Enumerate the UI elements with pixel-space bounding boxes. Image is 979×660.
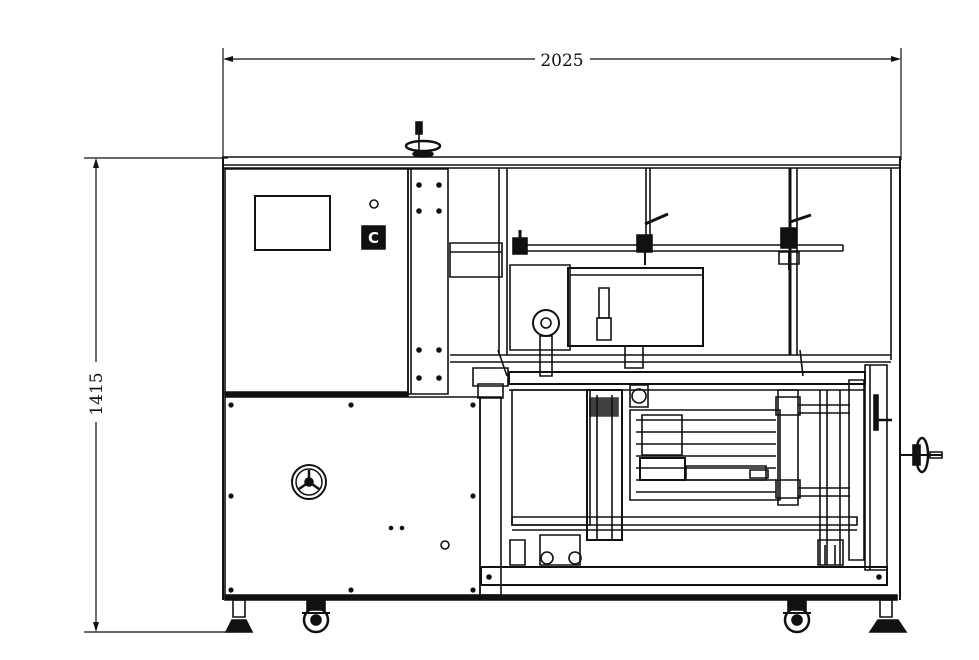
top-handwheel-icon	[406, 122, 440, 157]
right-side-column	[865, 365, 887, 570]
width-dimension: 2025	[223, 48, 901, 160]
right-foot-icon	[870, 600, 906, 632]
height-dimension: 1415	[84, 158, 234, 632]
side-column	[408, 169, 448, 394]
base-rail	[225, 567, 897, 600]
left-foot-icon	[226, 600, 252, 632]
lower-mechanism	[473, 368, 865, 595]
side-adjust-knob-icon[interactable]	[874, 395, 892, 430]
control-cabinet: C	[225, 169, 408, 396]
left-caster-icon	[302, 600, 330, 632]
brand-badge-letter: C	[368, 229, 379, 247]
height-dimension-label: 1415	[87, 372, 107, 415]
brand-badge	[362, 226, 385, 249]
right-caster-icon	[783, 600, 811, 632]
side-handwheel-icon[interactable]	[900, 438, 942, 472]
upper-mechanism	[450, 214, 891, 376]
machine-frame	[223, 157, 900, 600]
touch-screen[interactable]	[255, 196, 330, 250]
lower-cabinet	[225, 397, 480, 598]
indicator-light-icon	[370, 200, 378, 208]
width-dimension-label: 2025	[540, 51, 583, 71]
door-handle-icon[interactable]	[292, 465, 326, 499]
top-rail	[223, 157, 900, 168]
